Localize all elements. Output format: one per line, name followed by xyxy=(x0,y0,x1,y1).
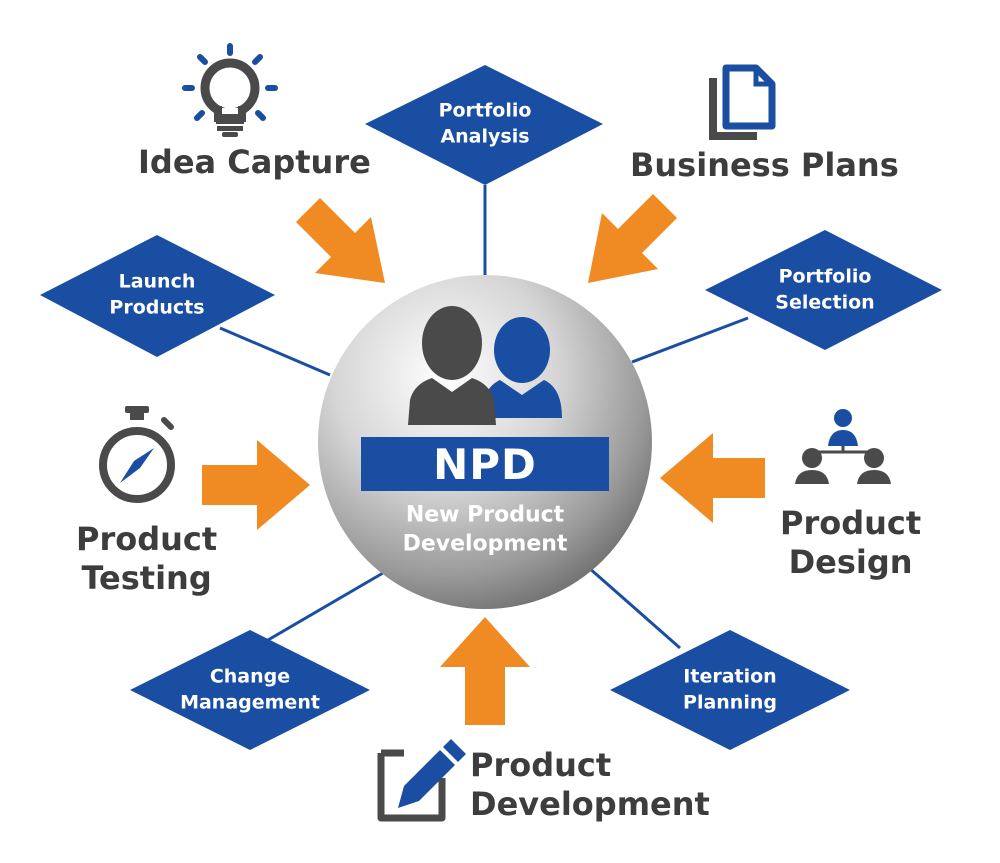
label-idea-capture: Idea Capture xyxy=(138,143,371,181)
lightbulb-icon xyxy=(182,43,278,137)
stopwatch-icon xyxy=(99,406,175,503)
arrow-product-development xyxy=(440,617,530,725)
diamond-label-change-management: Change Management xyxy=(180,665,320,713)
arrow-product-design xyxy=(660,433,765,523)
documents-icon xyxy=(709,64,776,140)
diamond-label-portfolio-selection: Portfolio Selection xyxy=(775,265,875,313)
connector-portfolio-selection xyxy=(631,316,749,364)
hub-subtitle: New Product Development xyxy=(402,502,568,556)
diamond-shapes xyxy=(40,65,942,750)
diamond-launch-products xyxy=(40,235,275,357)
diamond-portfolio-analysis xyxy=(365,65,603,185)
label-product-development: Product Development xyxy=(470,746,710,824)
diamond-label-iteration-planning: Iteration Planning xyxy=(683,665,777,713)
diamond-change-management xyxy=(130,630,370,750)
label-product-testing: Product Testing xyxy=(76,520,218,598)
diamond-portfolio-selection xyxy=(705,230,942,350)
hub-title: NPD xyxy=(361,437,609,491)
diamond-label-launch-products: Launch Products xyxy=(109,270,205,318)
connector-change-management xyxy=(267,564,396,642)
org-chart-icon xyxy=(795,409,891,484)
edit-pencil-icon xyxy=(377,739,466,822)
label-product-design: Product Design xyxy=(780,504,922,582)
connector-iteration-planning xyxy=(579,558,681,650)
arrow-idea-capture xyxy=(296,198,385,283)
connector-launch-products xyxy=(219,326,331,377)
label-business-plans: Business Plans xyxy=(630,146,899,184)
input-arrows xyxy=(202,194,765,725)
arrow-product-testing xyxy=(202,440,310,530)
diamond-label-portfolio-analysis: Portfolio Analysis xyxy=(438,99,532,147)
arrow-business-plans xyxy=(588,194,677,283)
people-icon xyxy=(408,306,562,425)
diamond-iteration-planning xyxy=(610,630,850,750)
connector-lines xyxy=(219,185,749,650)
